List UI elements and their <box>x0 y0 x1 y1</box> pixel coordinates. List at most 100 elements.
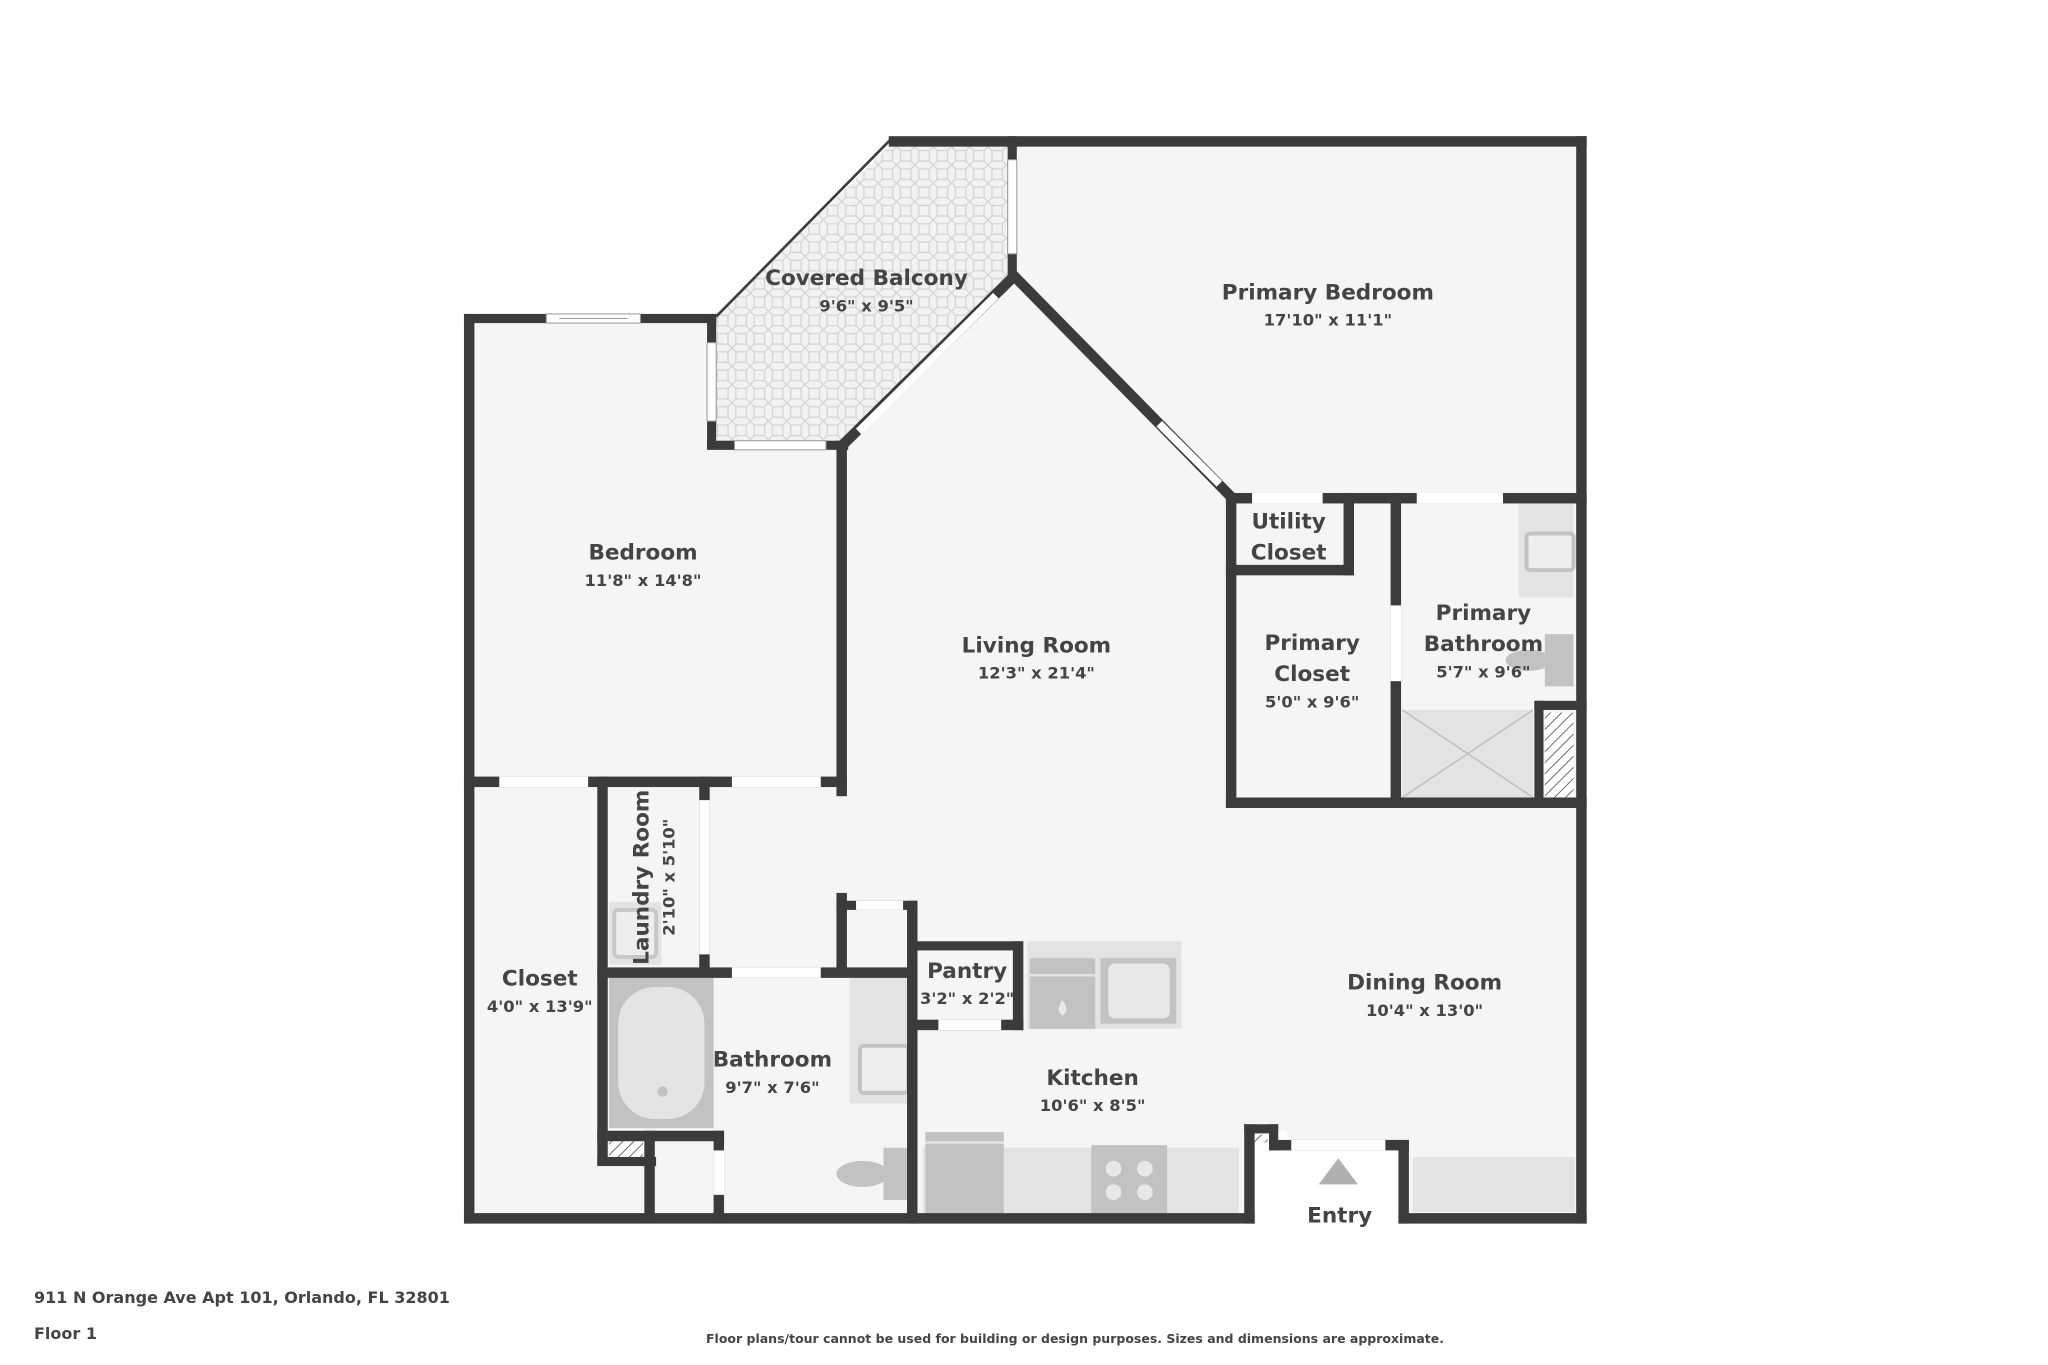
toilet-icon <box>836 1160 889 1187</box>
closet-door <box>499 776 589 788</box>
primary-closet-label: Closet <box>1274 662 1350 687</box>
fridge-line <box>925 1141 1004 1144</box>
living-room-label: Living Room <box>962 633 1111 658</box>
pantry-label: Pantry <box>927 959 1007 984</box>
entry-shaft <box>1254 1134 1268 1143</box>
primary-bath-sink-icon <box>1524 531 1576 573</box>
closet-dims: 4'0" x 13'9" <box>487 997 593 1016</box>
burner-icon <box>1137 1160 1153 1177</box>
wall <box>1343 492 1355 576</box>
wall <box>836 440 847 797</box>
laundry-room-label-group: Laundry Room 2'10" x 5'10" <box>629 790 678 965</box>
utility-closet-label: Closet <box>1251 541 1327 566</box>
bathroom-dims: 9'7" x 7'6" <box>725 1078 819 1097</box>
wall <box>836 892 847 976</box>
floors <box>471 144 1578 1219</box>
burner-icon <box>1105 1184 1122 1201</box>
bedroom-door <box>731 776 821 788</box>
entry-arrow-icon <box>1318 1158 1358 1185</box>
fixtures <box>609 503 1576 1214</box>
living-room-dims: 12'3" x 21'4" <box>978 664 1095 683</box>
balcony-sliding-door <box>855 292 999 435</box>
dining-room-dims: 10'4" x 13'0" <box>1366 1001 1483 1020</box>
wall <box>1576 136 1587 1224</box>
sink-basin-icon <box>1108 963 1170 1019</box>
wall <box>1244 1124 1255 1224</box>
primary-closet-label: Primary <box>1264 631 1359 656</box>
wall <box>597 1156 657 1167</box>
primary-bath-shaft <box>1544 712 1574 798</box>
wall <box>1398 1139 1409 1224</box>
wall <box>1225 797 1587 808</box>
wall <box>1398 1213 1587 1224</box>
wall <box>644 1130 655 1223</box>
entry-label: Entry <box>1307 1203 1372 1228</box>
laundry-room-label: Laundry Room <box>629 790 654 965</box>
dishwasher <box>1029 958 1096 1029</box>
bath-shaft <box>609 1141 644 1160</box>
utility-closet-label: Utility <box>1252 509 1326 534</box>
burner-icon <box>1137 1184 1153 1201</box>
property-address: 911 N Orange Ave Apt 101, Orlando, FL 32… <box>34 1288 450 1307</box>
primary-bathroom-label: Bathroom <box>1424 632 1543 657</box>
tub-drain-icon <box>657 1086 668 1097</box>
balcony-rail <box>715 137 893 318</box>
closet-label: Closet <box>502 967 578 992</box>
wall <box>1534 700 1544 806</box>
primary-bath-toilet-icon <box>1505 649 1553 671</box>
washer-icon <box>612 907 659 959</box>
pantry-door <box>938 1019 1002 1031</box>
covered-balcony-floor <box>716 144 1013 445</box>
wall <box>1225 492 1237 808</box>
shower-cross <box>1402 709 1534 799</box>
primary-bedroom-dims: 17'10" x 11'1" <box>1264 311 1392 330</box>
wall <box>1534 700 1587 710</box>
wall <box>1244 1124 1279 1134</box>
wall <box>597 1130 725 1142</box>
floor-label: Floor 1 <box>34 1324 97 1343</box>
entry-door[interactable] <box>1291 1139 1386 1151</box>
primary-closet-dims: 5'0" x 9'6" <box>1265 692 1359 711</box>
wall <box>1225 564 1355 576</box>
dining-counter <box>1412 1156 1575 1212</box>
primary-closet-door <box>1390 605 1402 682</box>
pantry-dims: 3'2" x 2'2" <box>920 989 1014 1008</box>
kitchen-dims: 10'6" x 8'5" <box>1040 1096 1146 1115</box>
utility-closet-door <box>1252 492 1323 504</box>
laundry-room-dims: 2'10" x 5'10" <box>659 819 678 936</box>
wall <box>463 313 475 1224</box>
primary-bath-door <box>1416 492 1503 504</box>
opening <box>713 1150 725 1195</box>
wall <box>907 900 918 1224</box>
openings <box>499 159 1503 1195</box>
wall <box>914 941 1023 951</box>
primary-bathroom-label: Primary <box>1436 601 1531 626</box>
dining-room-label: Dining Room <box>1347 971 1502 996</box>
primary-bathroom-dims: 5'7" x 9'6" <box>1436 662 1530 681</box>
wall <box>1012 941 1024 1031</box>
window <box>1007 159 1018 255</box>
bath-sink-icon <box>858 1043 911 1095</box>
wall <box>1225 492 1587 504</box>
wall <box>463 1213 1255 1224</box>
dishwasher-line <box>1029 973 1096 977</box>
bathtub-basin-icon <box>618 987 705 1120</box>
primary-bedroom-doorway <box>1156 420 1223 487</box>
wall <box>463 776 847 788</box>
kitchen-label: Kitchen <box>1046 1066 1138 1091</box>
laundry-door <box>699 800 710 955</box>
room-labels: Covered Balcony 9'6" x 9'5" Primary Bedr… <box>487 266 1543 1228</box>
window <box>706 342 717 422</box>
stove <box>1091 1145 1168 1214</box>
covered-balcony-dims: 9'6" x 9'5" <box>819 296 913 315</box>
bathroom-door <box>731 967 821 978</box>
window <box>733 440 827 451</box>
opening <box>856 900 904 910</box>
main-floor <box>471 144 1578 1216</box>
covered-balcony-label: Covered Balcony <box>765 266 968 291</box>
water-drop-icon <box>1058 1000 1067 1016</box>
bedroom-dims: 11'8" x 14'8" <box>584 571 701 590</box>
burner-icon <box>1105 1160 1122 1177</box>
refrigerator <box>925 1132 1004 1214</box>
